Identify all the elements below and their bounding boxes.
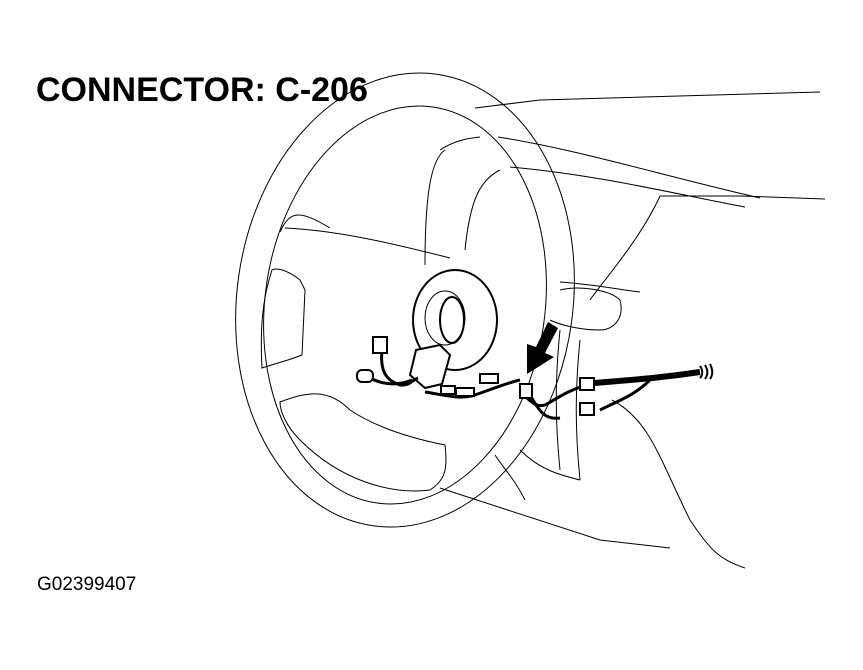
left-spoke-top (279, 214, 331, 233)
dash-panel-edge (509, 166, 746, 208)
connector-mid-3 (479, 373, 499, 384)
connectors (356, 336, 595, 416)
diagram-title: CONNECTOR: C-206 (36, 71, 368, 109)
connector-round-left (356, 369, 374, 383)
harness-break-marks (699, 363, 714, 380)
clock-spring (408, 269, 498, 390)
column-shroud-right (575, 339, 581, 481)
callout-arrow-icon (527, 322, 558, 374)
connector-right-lower (579, 402, 595, 416)
upper-pad-left (424, 149, 446, 266)
left-spoke-opening (260, 268, 306, 369)
column-shroud-left (555, 329, 561, 471)
dash-lower-diag (589, 195, 661, 301)
connector-upper-left (372, 336, 388, 354)
column-lower-detail (494, 454, 526, 501)
connector-right-upper (579, 377, 595, 391)
dash-upper-curve (497, 136, 761, 199)
steering-rim-inner (263, 105, 547, 505)
connector-mid-2 (455, 387, 475, 397)
steering-rim-outer (235, 72, 575, 528)
knee-panel-curve (611, 399, 746, 569)
clock-spring-ribbon (408, 343, 452, 390)
column-stalk (549, 287, 622, 331)
column-lower-edge (519, 449, 581, 481)
column-cover-top (559, 281, 641, 293)
dash-top-line (474, 91, 821, 109)
lower-spoke-opening (279, 393, 447, 492)
upper-pad-inner (464, 169, 501, 251)
upper-pad (439, 136, 481, 151)
connector-c206 (519, 383, 533, 399)
dash-right-line (660, 195, 826, 200)
left-spoke-edge (284, 227, 451, 259)
connector-mid-1 (440, 385, 456, 395)
figure-id: G02399407 (37, 574, 137, 595)
lower-dash-line (439, 487, 671, 549)
